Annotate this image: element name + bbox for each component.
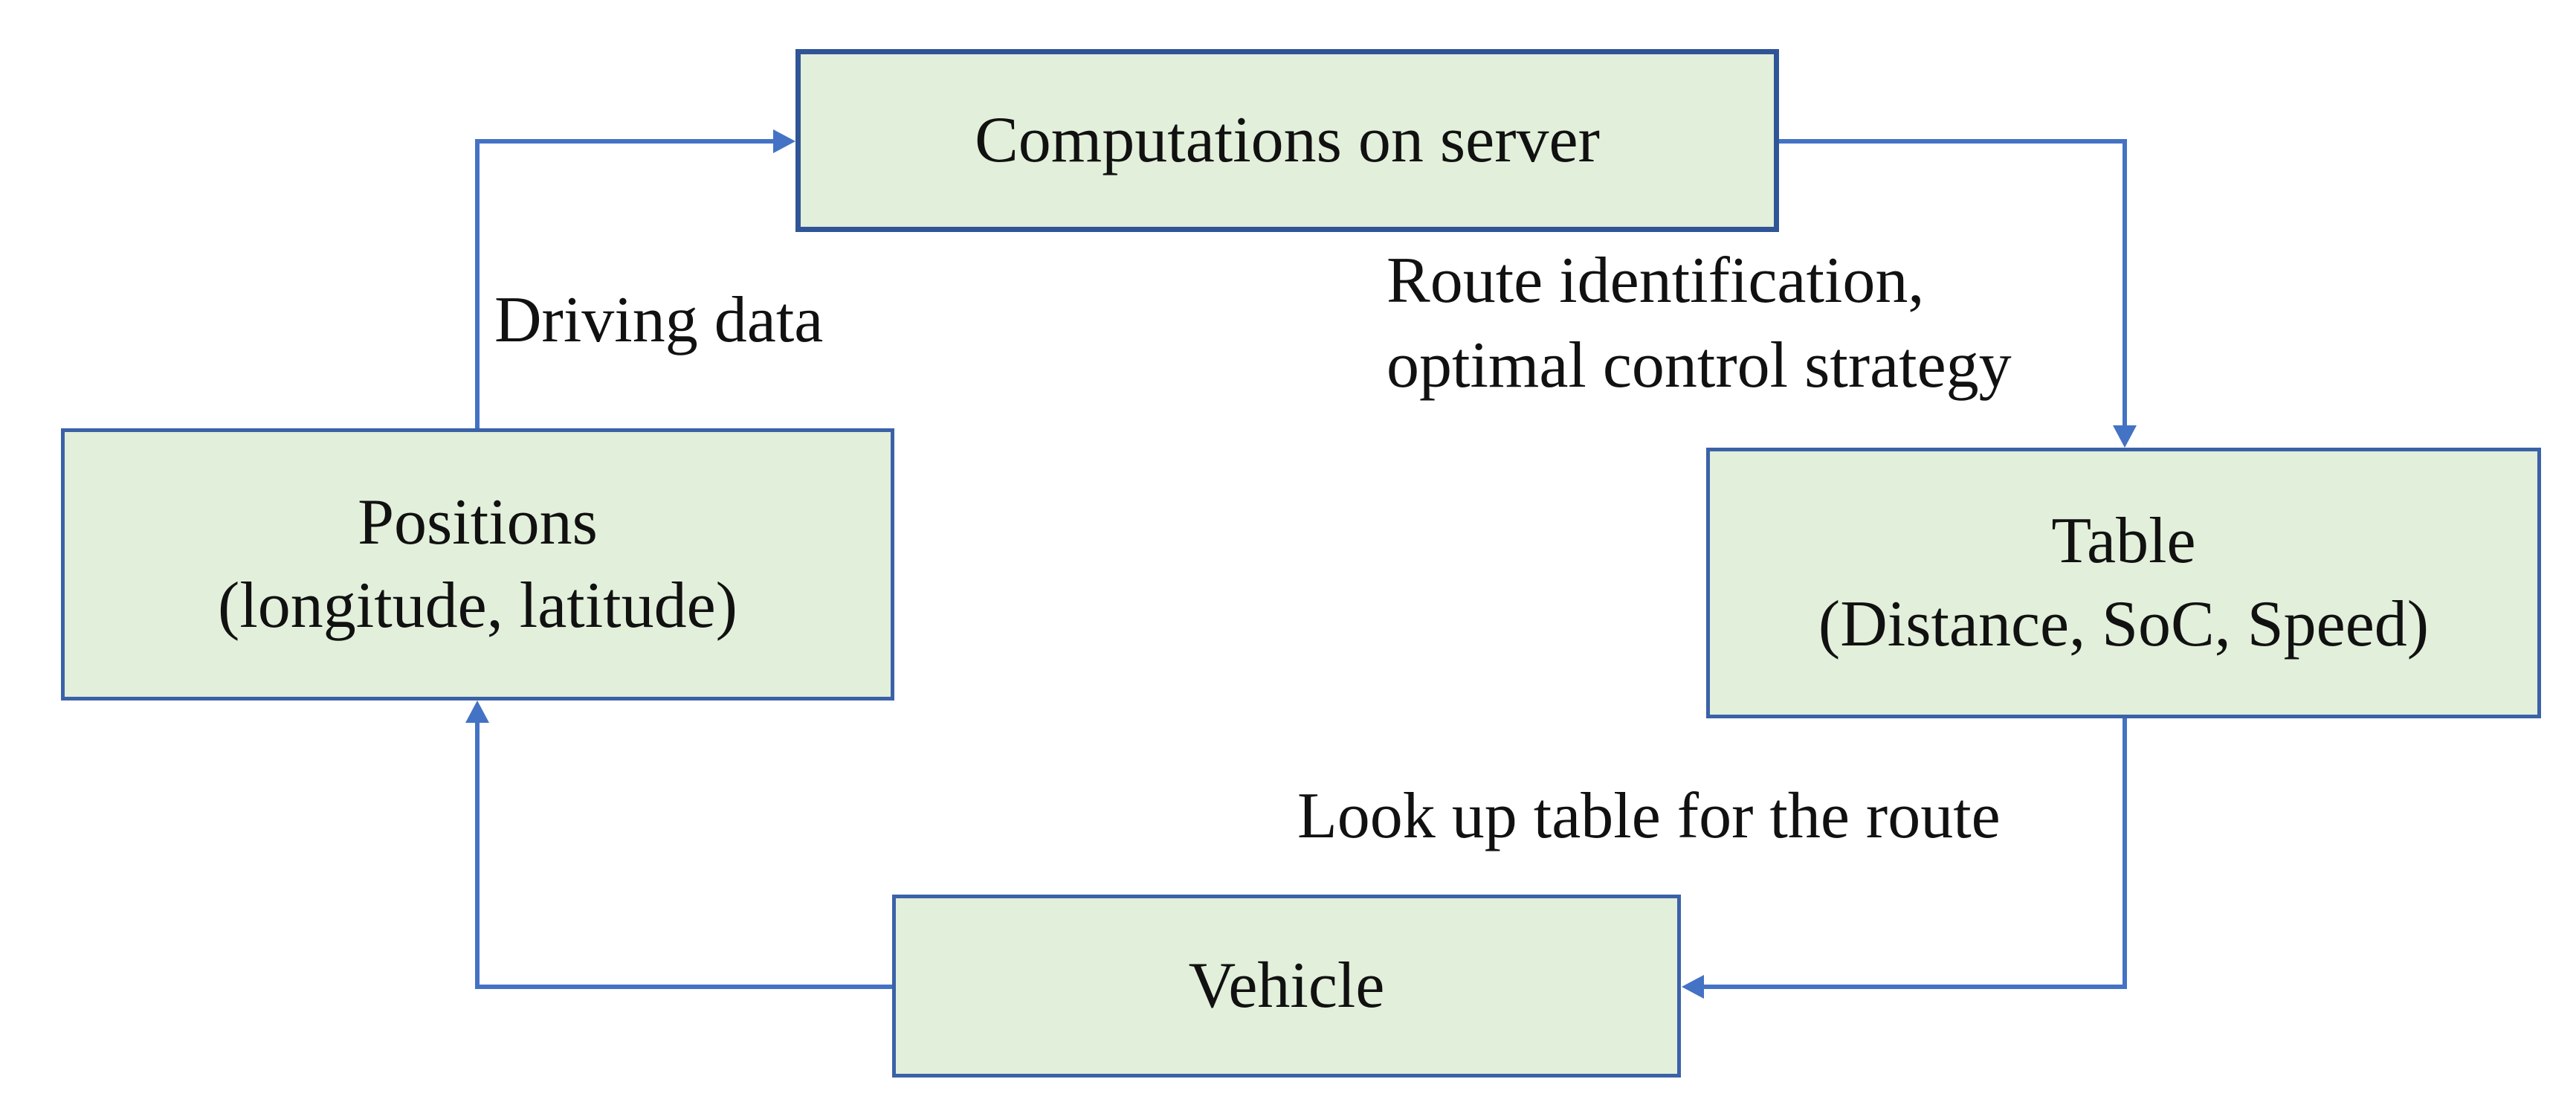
node-table-subtitle: (Distance, SoC, Speed) — [1818, 588, 2430, 660]
node-server-label: Computations on server — [975, 104, 1600, 176]
node-positions-subtitle: (longitude, latitude) — [218, 570, 737, 642]
arrow-table-to-vehicle — [1699, 718, 2127, 989]
arrow-server-to-table — [1779, 139, 2127, 430]
arrowhead-vehicle-right — [1682, 975, 1704, 999]
edge-label-driving-data: Driving data — [494, 284, 824, 356]
edge-label-optimal-control-strategy: optimal control strategy — [1387, 329, 2012, 402]
node-vehicle: Vehicle — [892, 895, 1681, 1078]
arrow-vehicle-to-positions — [475, 718, 894, 989]
node-vehicle-label: Vehicle — [1188, 950, 1385, 1022]
edge-label-look-up-table: Look up table for the route — [1297, 780, 2001, 852]
edge-label-route-identification: Route identification, — [1387, 245, 1925, 317]
node-computations-on-server: Computations on server — [795, 49, 1779, 232]
arrowhead-server-left — [773, 129, 795, 153]
arrow-positions-to-server — [475, 139, 781, 430]
node-table: Table (Distance, SoC, Speed) — [1706, 448, 2541, 718]
arrowhead-positions-bottom — [465, 700, 489, 723]
node-table-title: Table — [2051, 505, 2196, 577]
node-positions-title: Positions — [358, 486, 598, 558]
arrowhead-table-top — [2113, 425, 2137, 448]
node-positions: Positions (longitude, latitude) — [61, 428, 894, 700]
